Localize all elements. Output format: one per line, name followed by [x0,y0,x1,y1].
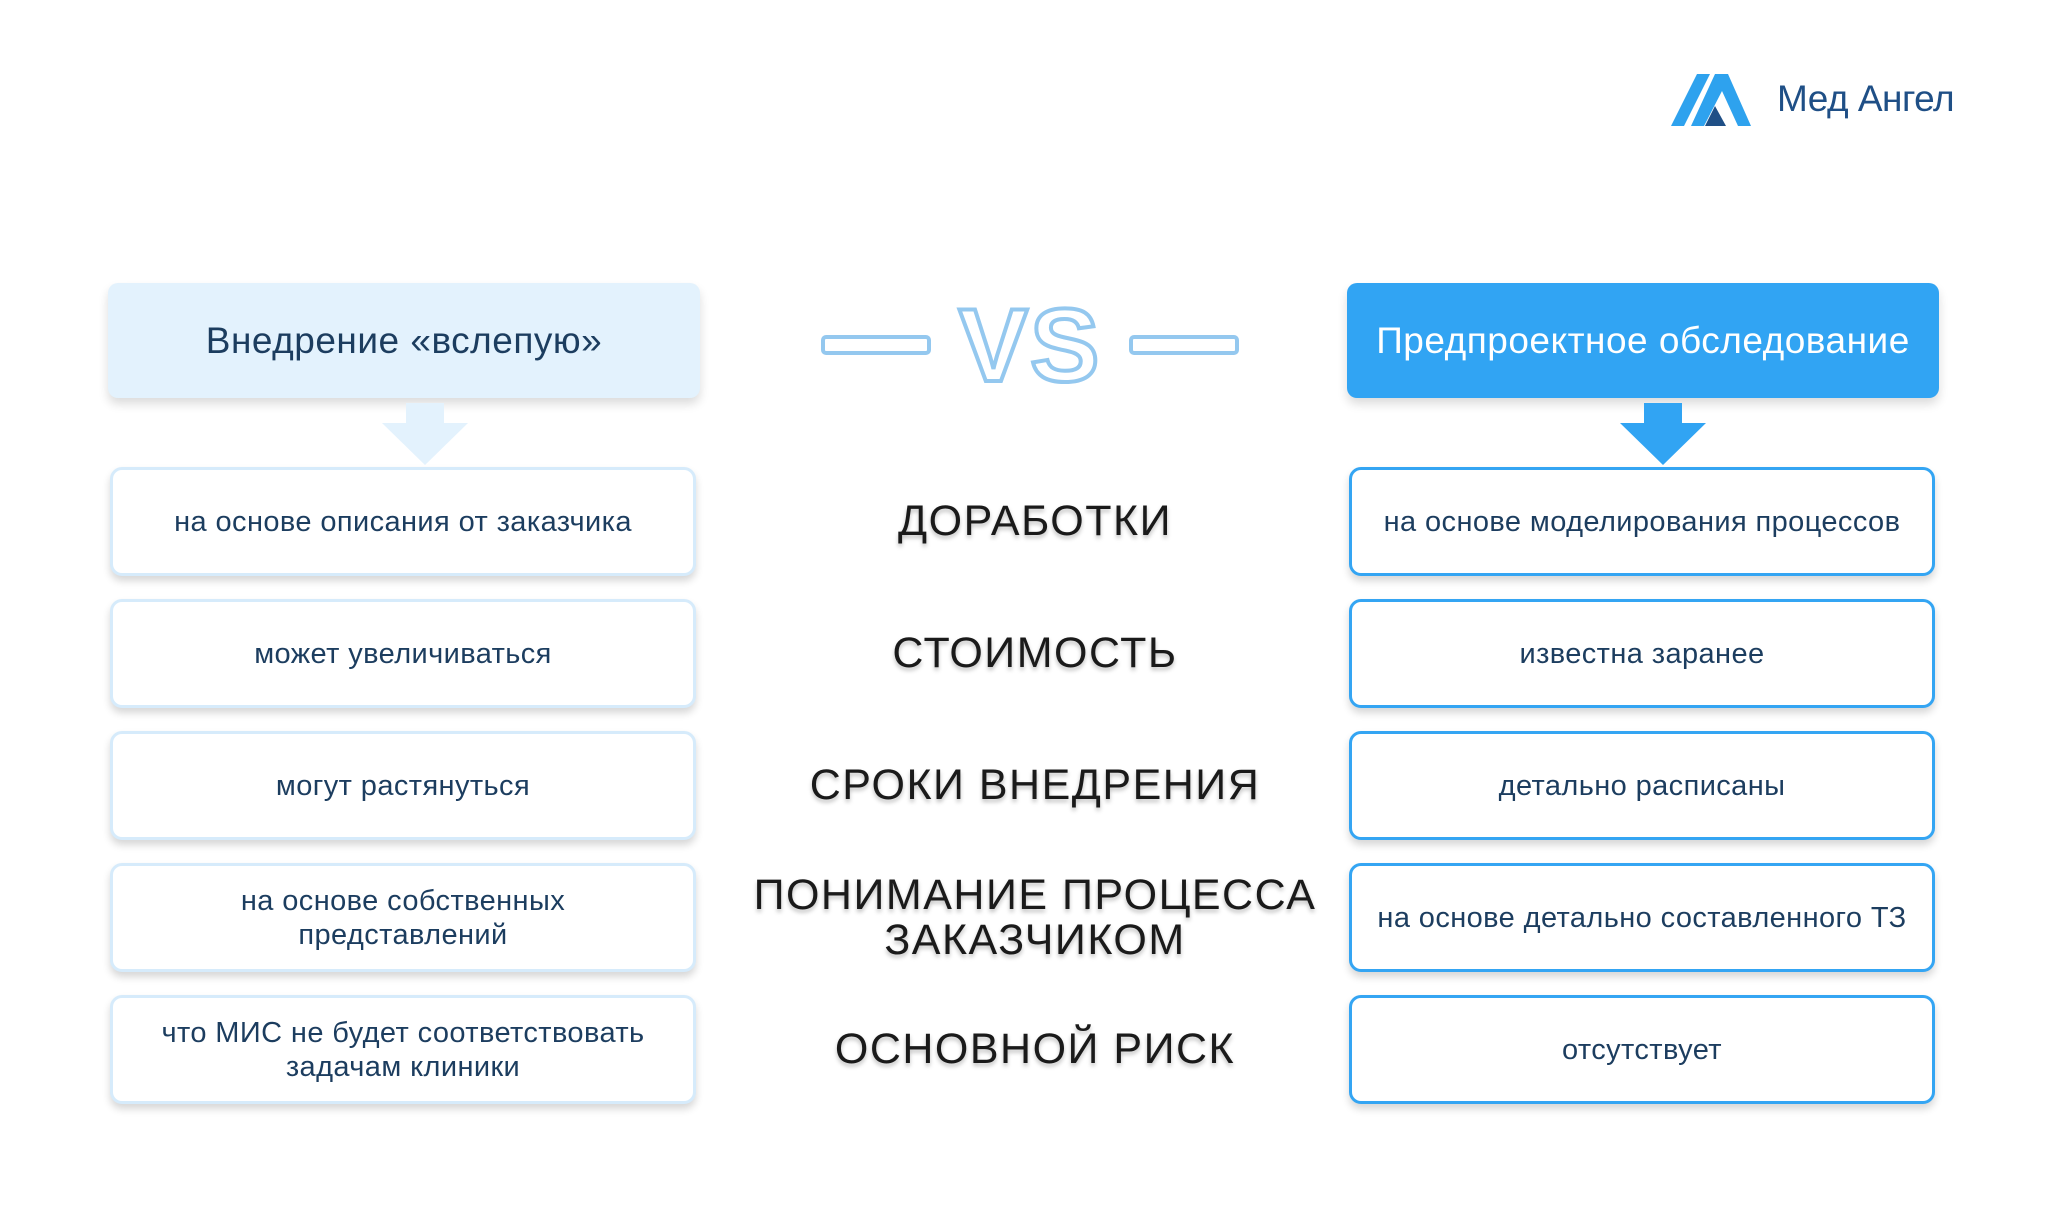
criterion-timeline: СРОКИ ВНЕДРЕНИЯ [809,761,1261,809]
left-cell-risk: что МИС не будет соответствовать задачам… [110,995,696,1104]
vs-line-right [1129,335,1239,355]
right-cell-cost: известна заранее [1349,599,1935,708]
brand-logo: Мед Ангел [1671,70,1955,128]
left-cell-cost: может увеличиваться [110,599,696,708]
arrow-down-icon [382,403,468,465]
left-column-header: Внедрение «вслепую» [108,283,700,398]
right-cell-understanding: на основе детально составленного ТЗ [1349,863,1935,972]
criterion-understanding: ПОНИМАНИЕ ПРОЦЕССА ЗАКАЗЧИКОМ [753,870,1317,964]
criterion-rework: ДОРАБОТКИ [898,497,1172,545]
brand-name: Мед Ангел [1777,78,1955,119]
right-column-header: Предпроектное обследование [1347,283,1939,398]
versus-divider: VS [821,286,1239,403]
left-cell-timeline: могут растянуться [110,731,696,840]
criterion-risk: ОСНОВНОЙ РИСК [834,1025,1236,1073]
left-cell-understanding: на основе собственных представлений [110,863,696,972]
arrow-down-icon [1620,403,1706,465]
med-angel-logo-icon [1671,74,1751,126]
right-cell-risk: отсутствует [1349,995,1935,1104]
criterion-cost: СТОИМОСТЬ [892,629,1178,677]
right-cell-timeline: детально расписаны [1349,731,1935,840]
vs-line-left [821,335,931,355]
left-cell-rework: на основе описания от заказчика [110,467,696,576]
vs-label: VS [959,288,1102,403]
right-cell-rework: на основе моделирования процессов [1349,467,1935,576]
